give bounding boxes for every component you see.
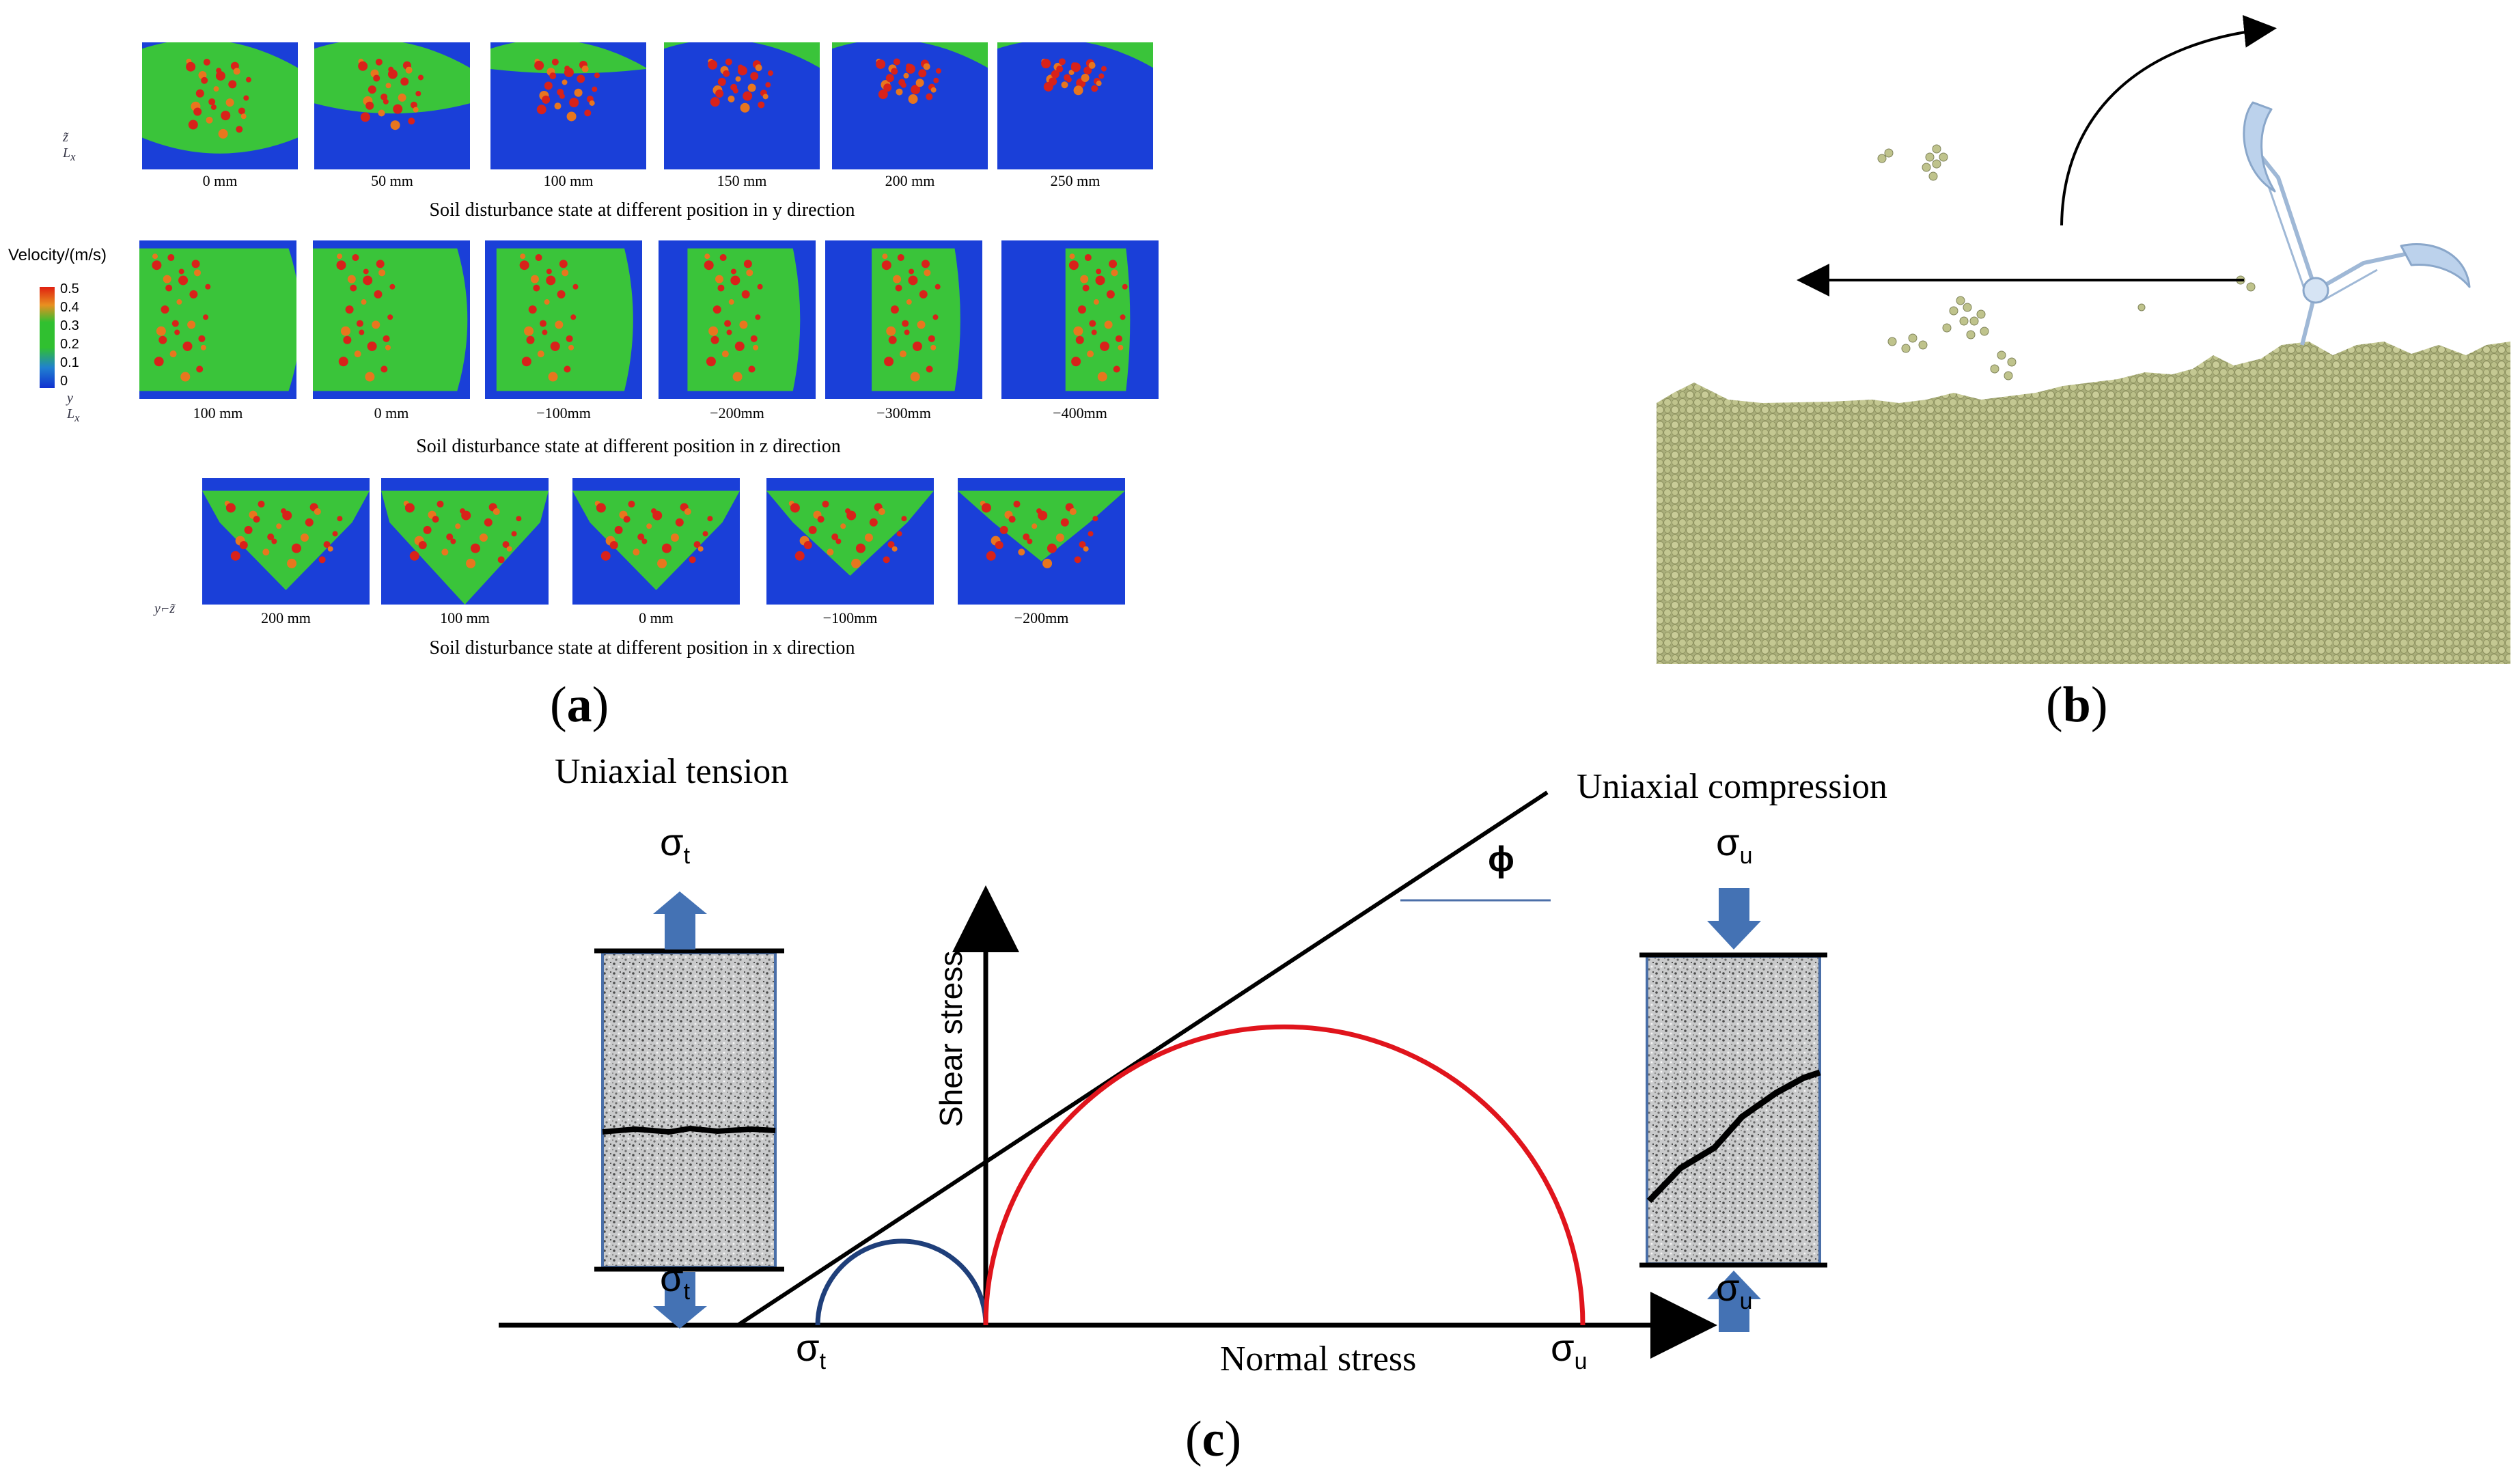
rotary-blade xyxy=(2243,101,2471,346)
thumbnail-caption: −300mm xyxy=(876,404,931,421)
simulation-thumbnail xyxy=(832,42,988,169)
simulation-thumbnail xyxy=(139,240,296,399)
simulation-thumbnail xyxy=(572,478,740,605)
thumbnail-caption: 50 mm xyxy=(371,172,413,189)
thumbnail-caption: 0 mm xyxy=(374,404,409,421)
simulation-thumbnail xyxy=(314,42,470,169)
thumbnail-caption: −100mm xyxy=(536,404,591,421)
legend-title: Velocity/(m/s) xyxy=(8,246,107,264)
simulation-thumbnail xyxy=(490,42,646,169)
thumbnail-caption: 0 mm xyxy=(639,609,674,626)
simulation-thumbnail xyxy=(485,240,642,399)
tension-specimen xyxy=(594,891,784,1329)
panel-c-label: (c) xyxy=(1185,1411,1242,1467)
axis-sigma-u: σu xyxy=(1551,1326,1588,1375)
simulation-thumbnail xyxy=(997,42,1153,169)
row1-axis-mark: z̃Lx xyxy=(63,130,76,163)
thumbnail-caption: 0 mm xyxy=(202,172,238,189)
rotation-direction-arrow xyxy=(2060,15,2277,226)
simulation-thumbnail xyxy=(202,478,370,605)
uniaxial-tension-title: Uniaxial tension xyxy=(555,752,789,791)
phi-label: ϕ xyxy=(1488,840,1514,879)
simulation-thumbnail xyxy=(766,478,934,605)
simulation-thumbnail xyxy=(142,42,298,169)
thumbnail-caption: 200 mm xyxy=(885,172,935,189)
mohr-coulomb-diagram xyxy=(499,790,1827,1359)
simulation-thumbnail xyxy=(313,240,470,399)
simulation-thumbnail xyxy=(958,478,1125,605)
soil-bin xyxy=(1657,342,2510,664)
legend-tick-label: 0.3 xyxy=(60,318,79,333)
panel-b-label: (b) xyxy=(2046,677,2108,733)
legend-tick-label: 0 xyxy=(60,374,68,389)
simulation-thumbnail xyxy=(381,478,549,605)
legend-tick-label: 0.5 xyxy=(60,281,79,296)
simulation-thumbnail xyxy=(825,240,982,399)
legend-tick-label: 0.1 xyxy=(60,355,79,370)
thumbnail-caption: −400mm xyxy=(1053,404,1107,421)
failure-envelope-line xyxy=(736,790,1549,1327)
simulation-thumbnail xyxy=(664,42,820,169)
tension-arrow-down xyxy=(653,1272,707,1329)
thumbnail-caption: 200 mm xyxy=(261,609,311,626)
tension-sigma-bottom: σt xyxy=(660,1256,691,1305)
legend-colorbar xyxy=(40,287,55,388)
row-x-caption: Soil disturbance state at different posi… xyxy=(429,637,855,659)
row3-axis-mark: y⌐z̃ xyxy=(154,601,176,616)
thumbnail-caption: −100mm xyxy=(822,609,878,626)
tension-arrow-up xyxy=(653,891,707,950)
simulation-thumbnail xyxy=(1001,240,1159,399)
row-z-caption: Soil disturbance state at different posi… xyxy=(416,436,841,457)
compression-arrow-top xyxy=(1707,888,1761,950)
thumbnail-caption: 100 mm xyxy=(440,609,490,626)
compression-specimen xyxy=(1639,888,1827,1332)
axis-sigma-t: σt xyxy=(796,1326,827,1375)
compression-sigma-bottom: σu xyxy=(1716,1266,1753,1315)
flying-soil-particles xyxy=(1877,144,2256,380)
simulation-thumbnail xyxy=(659,240,816,399)
thumbnail-caption: −200mm xyxy=(710,404,764,421)
thumbnail-caption: −200mm xyxy=(1014,609,1069,626)
row-y-caption: Soil disturbance state at different posi… xyxy=(429,199,855,221)
panel-a-label: (a) xyxy=(550,677,609,733)
compression-mohr-circle xyxy=(983,1024,1586,1326)
thumbnail-caption: 100 mm xyxy=(543,172,594,189)
tension-sigma-top: σt xyxy=(660,820,691,870)
uniaxial-compression-title: Uniaxial compression xyxy=(1577,767,1887,806)
thumbnail-caption: 100 mm xyxy=(193,404,243,421)
thumbnail-caption: 150 mm xyxy=(717,172,767,189)
normal-stress-label: Normal stress xyxy=(1220,1340,1417,1378)
compression-sigma-top: σu xyxy=(1716,820,1753,870)
thumbnail-caption: 250 mm xyxy=(1050,172,1100,189)
legend-tick-label: 0.4 xyxy=(60,300,79,315)
tension-mohr-circle xyxy=(815,1238,988,1326)
compression-arrow-bottom xyxy=(1707,1271,1761,1332)
legend-tick-label: 0.2 xyxy=(60,337,79,352)
rotary-tiller-simulation xyxy=(1657,15,2510,664)
